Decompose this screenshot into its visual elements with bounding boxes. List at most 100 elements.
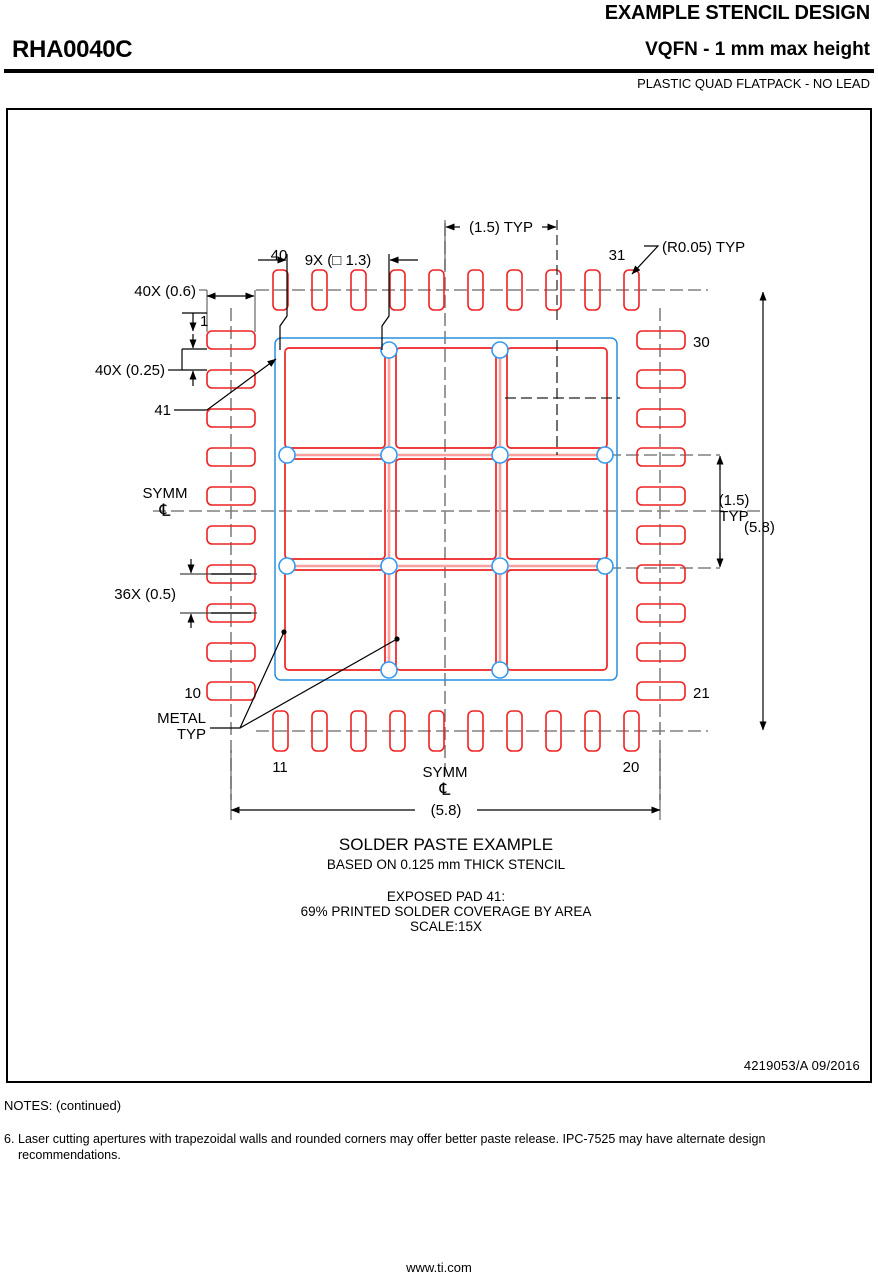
pad-row-bottom: [272, 710, 640, 752]
dim-pad-width: [168, 312, 207, 386]
dim-label-bg: [415, 798, 477, 820]
pad-row-top: [272, 269, 640, 311]
leader-line: [174, 358, 277, 411]
via-circle: [491, 446, 509, 464]
drawing-number: 4219053/A 09/2016: [743, 1058, 860, 1073]
dim-overall-width-label: (5.8): [431, 802, 462, 819]
pin-label-40: 40: [271, 247, 288, 264]
pad-14: [389, 710, 406, 752]
pad-29: [636, 369, 686, 389]
pad-10: [206, 681, 256, 701]
metal-typ-label: TYP: [177, 726, 206, 743]
pad-6: [206, 525, 256, 545]
pad-17: [506, 710, 523, 752]
pad-38: [350, 269, 367, 311]
pad-15: [428, 710, 445, 752]
pad-4: [206, 447, 256, 467]
header-subtitle: PLASTIC QUAD FLATPACK - NO LEAD: [637, 76, 870, 91]
pad-30: [636, 330, 686, 350]
stencil-drawing: 9X (□ 1.3) (1.5) TYP (R0.05) TYP 40 31 3…: [95, 219, 775, 934]
via-circle: [380, 557, 398, 575]
pin-label-21: 21: [693, 685, 710, 702]
dim-pad-length-label: 40X (0.6): [134, 283, 196, 300]
dim-pin-pitch: [180, 559, 257, 628]
pad-27: [636, 447, 686, 467]
symm-left-glyph: ℄: [159, 501, 171, 520]
leader-jog-left: [279, 254, 288, 350]
pin-label-11: 11: [272, 759, 288, 776]
symm-bottom-label: SYMM: [423, 764, 468, 781]
leader-corner-radius: [631, 245, 660, 275]
page-footer: www.ti.com: [0, 1260, 878, 1275]
header-part-number: RHA0040C: [12, 36, 133, 63]
pad-1: [206, 330, 256, 350]
centerlines: [153, 223, 763, 800]
via-circle: [380, 341, 398, 359]
dim-pin-pitch-label: 36X (0.5): [114, 586, 176, 603]
pad-12: [311, 710, 328, 752]
leader-pad-41: [174, 358, 277, 411]
pad-41-label: 41: [154, 402, 171, 419]
pin-label-31: 31: [609, 247, 626, 264]
via-circle: [596, 557, 614, 575]
pad-24: [636, 564, 686, 584]
note-text: Laser cutting apertures with trapezoidal…: [18, 1132, 766, 1162]
center-crosshair-mark: [505, 340, 620, 455]
notes-section: NOTES: (continued) 6. Laser cutting aper…: [4, 1098, 864, 1163]
symm-bottom-glyph: ℄: [439, 780, 451, 799]
leader-jog-right: [381, 254, 390, 350]
pad-34: [506, 269, 523, 311]
pad-35: [467, 269, 484, 311]
pad-40: [272, 269, 289, 311]
dim-pad-length: [199, 289, 256, 332]
leader-line: [631, 245, 660, 275]
pad-28: [636, 408, 686, 428]
note-number: 6.: [4, 1132, 15, 1146]
pad-25: [636, 525, 686, 545]
pad-31: [623, 269, 640, 311]
paste-aperture: [284, 569, 386, 671]
pad-18: [545, 710, 562, 752]
paste-aperture: [395, 347, 497, 449]
via-circle: [380, 446, 398, 464]
pad-11: [272, 710, 289, 752]
page-header: EXAMPLE STENCIL DESIGN RHA0040C VQFN - 1…: [0, 0, 878, 100]
symm-left-label: SYMM: [143, 485, 188, 502]
pad-16: [467, 710, 484, 752]
paste-aperture-grid: [284, 347, 608, 671]
via-circle: [278, 557, 296, 575]
caption-line-4: 69% PRINTED SOLDER COVERAGE BY AREA: [301, 904, 592, 919]
dim-aperture-count-label: 9X (□ 1.3): [305, 252, 372, 269]
dim-aperture-count: [258, 254, 418, 350]
pad-20: [623, 710, 640, 752]
pad-36: [428, 269, 445, 311]
pad-9: [206, 642, 256, 662]
dim-pitch-right-label-b: TYP: [719, 508, 748, 525]
dim-pad-width-label: 40X (0.25): [95, 362, 165, 379]
via-circle: [380, 661, 398, 679]
header-package-name: VQFN - 1 mm max height: [645, 39, 870, 60]
pad-22: [636, 642, 686, 662]
pad-39: [311, 269, 328, 311]
caption-line-3: EXPOSED PAD 41:: [387, 889, 505, 904]
pad-5: [206, 486, 256, 506]
drawing-frame: 9X (□ 1.3) (1.5) TYP (R0.05) TYP 40 31 3…: [6, 108, 872, 1083]
paste-aperture: [284, 458, 386, 560]
via-circle: [596, 446, 614, 464]
pin-label-30: 30: [693, 334, 710, 351]
via-circle: [491, 661, 509, 679]
paste-aperture: [506, 569, 608, 671]
notes-heading: NOTES: (continued): [4, 1098, 122, 1113]
paste-aperture: [506, 458, 608, 560]
pad-col-right: [636, 330, 686, 701]
caption-line-2: BASED ON 0.125 mm THICK STENCIL: [327, 857, 566, 872]
note-item: 6. Laser cutting apertures with trapezoi…: [4, 1131, 864, 1163]
pad-2: [206, 369, 256, 389]
dim-corner-radius-label: (R0.05) TYP: [662, 239, 745, 256]
leader-metal-typ: [210, 629, 400, 729]
metal-label: METAL: [157, 710, 206, 727]
caption-line-5: SCALE:15X: [410, 919, 482, 934]
pin-label-20: 20: [623, 759, 640, 776]
paste-aperture: [284, 347, 386, 449]
pad-26: [636, 486, 686, 506]
